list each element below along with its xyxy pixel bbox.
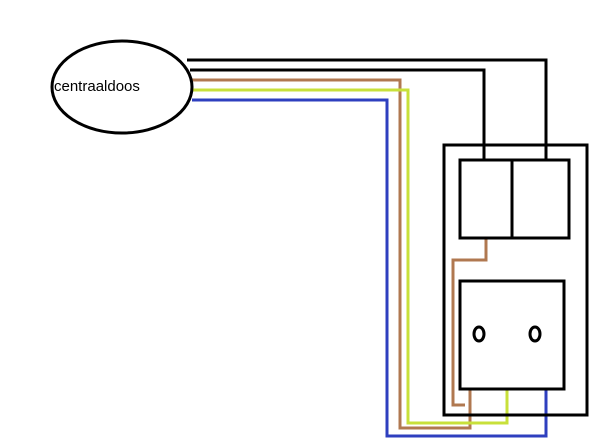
socket-outlet <box>458 279 566 391</box>
wire-brown <box>192 78 472 430</box>
junction-box-label: centraaldoos <box>54 78 140 95</box>
wire-black-right <box>187 58 548 160</box>
junction-box <box>50 39 194 135</box>
wire-brown-switch-link <box>451 238 488 407</box>
mounting-plate <box>442 143 589 417</box>
switch-block <box>458 158 571 240</box>
socket-pin-right <box>528 325 542 343</box>
wire-blue <box>192 98 548 438</box>
wire-green-yellow <box>193 88 509 425</box>
socket-pin-left <box>472 325 486 343</box>
wire-black-left <box>190 68 486 160</box>
